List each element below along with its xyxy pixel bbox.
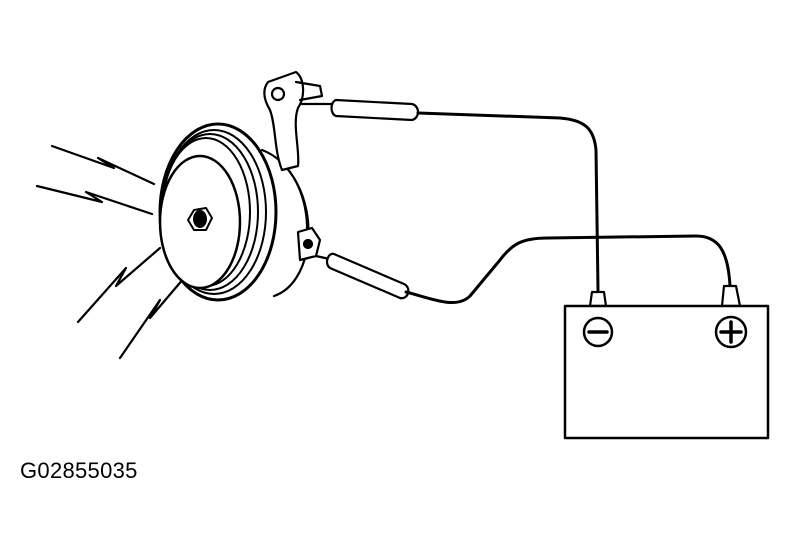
battery-positive-post bbox=[720, 284, 742, 308]
sound-wave-bottom bbox=[118, 276, 186, 360]
minus-icon bbox=[582, 316, 614, 348]
upper-wire-run bbox=[416, 111, 600, 292]
upper-jumper-wire bbox=[300, 98, 600, 292]
bracket-tab bbox=[294, 80, 324, 102]
lower-connector-sleeve bbox=[325, 252, 410, 300]
battery-icon bbox=[563, 284, 770, 440]
sound-wave-top bbox=[50, 144, 156, 186]
battery-negative-post bbox=[588, 290, 608, 308]
figure-code: G02855035 bbox=[20, 458, 138, 483]
sound-wave-upper-middle bbox=[35, 184, 154, 216]
lower-jumper-wire bbox=[314, 234, 732, 305]
lower-wire-run bbox=[404, 234, 732, 305]
sound-waves bbox=[35, 144, 186, 360]
horn-bracket bbox=[263, 70, 324, 262]
battery-case bbox=[563, 304, 770, 440]
lower-terminal-bolt bbox=[302, 238, 314, 250]
bracket-plate bbox=[263, 70, 305, 172]
bracket-hole bbox=[270, 86, 286, 102]
upper-connector-sleeve bbox=[330, 98, 420, 122]
horn-center-bolt bbox=[193, 210, 207, 228]
plus-icon bbox=[714, 315, 748, 349]
sound-wave-lower-middle bbox=[76, 246, 162, 324]
